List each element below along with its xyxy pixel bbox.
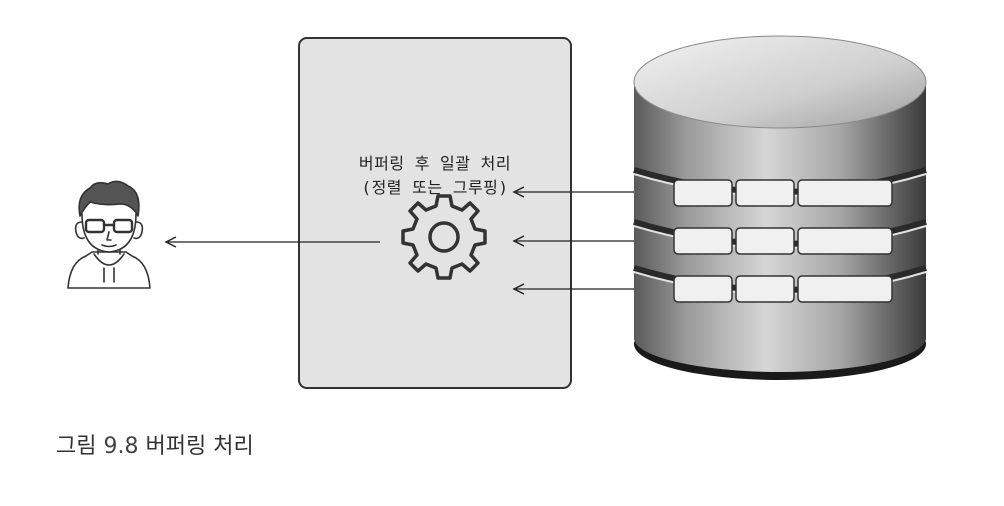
caption-number: 9.8 <box>103 434 139 459</box>
process-label-line-2: (정렬 또는 그루핑) <box>361 178 509 197</box>
process-panel <box>298 37 572 389</box>
process-label-line-1: 버퍼링 후 일괄 처리 <box>358 154 512 173</box>
db-record-row-2 <box>673 227 893 255</box>
db-record-row-1 <box>673 179 893 207</box>
figure-caption: 그림 9.8 버퍼링 처리 <box>56 428 254 460</box>
user-avatar-icon <box>67 180 151 289</box>
gear-icon <box>401 194 487 280</box>
database-icon <box>633 35 927 380</box>
caption-prefix: 그림 <box>56 434 97 459</box>
db-record-row-3 <box>673 275 893 303</box>
caption-title: 버퍼링 처리 <box>145 434 254 459</box>
